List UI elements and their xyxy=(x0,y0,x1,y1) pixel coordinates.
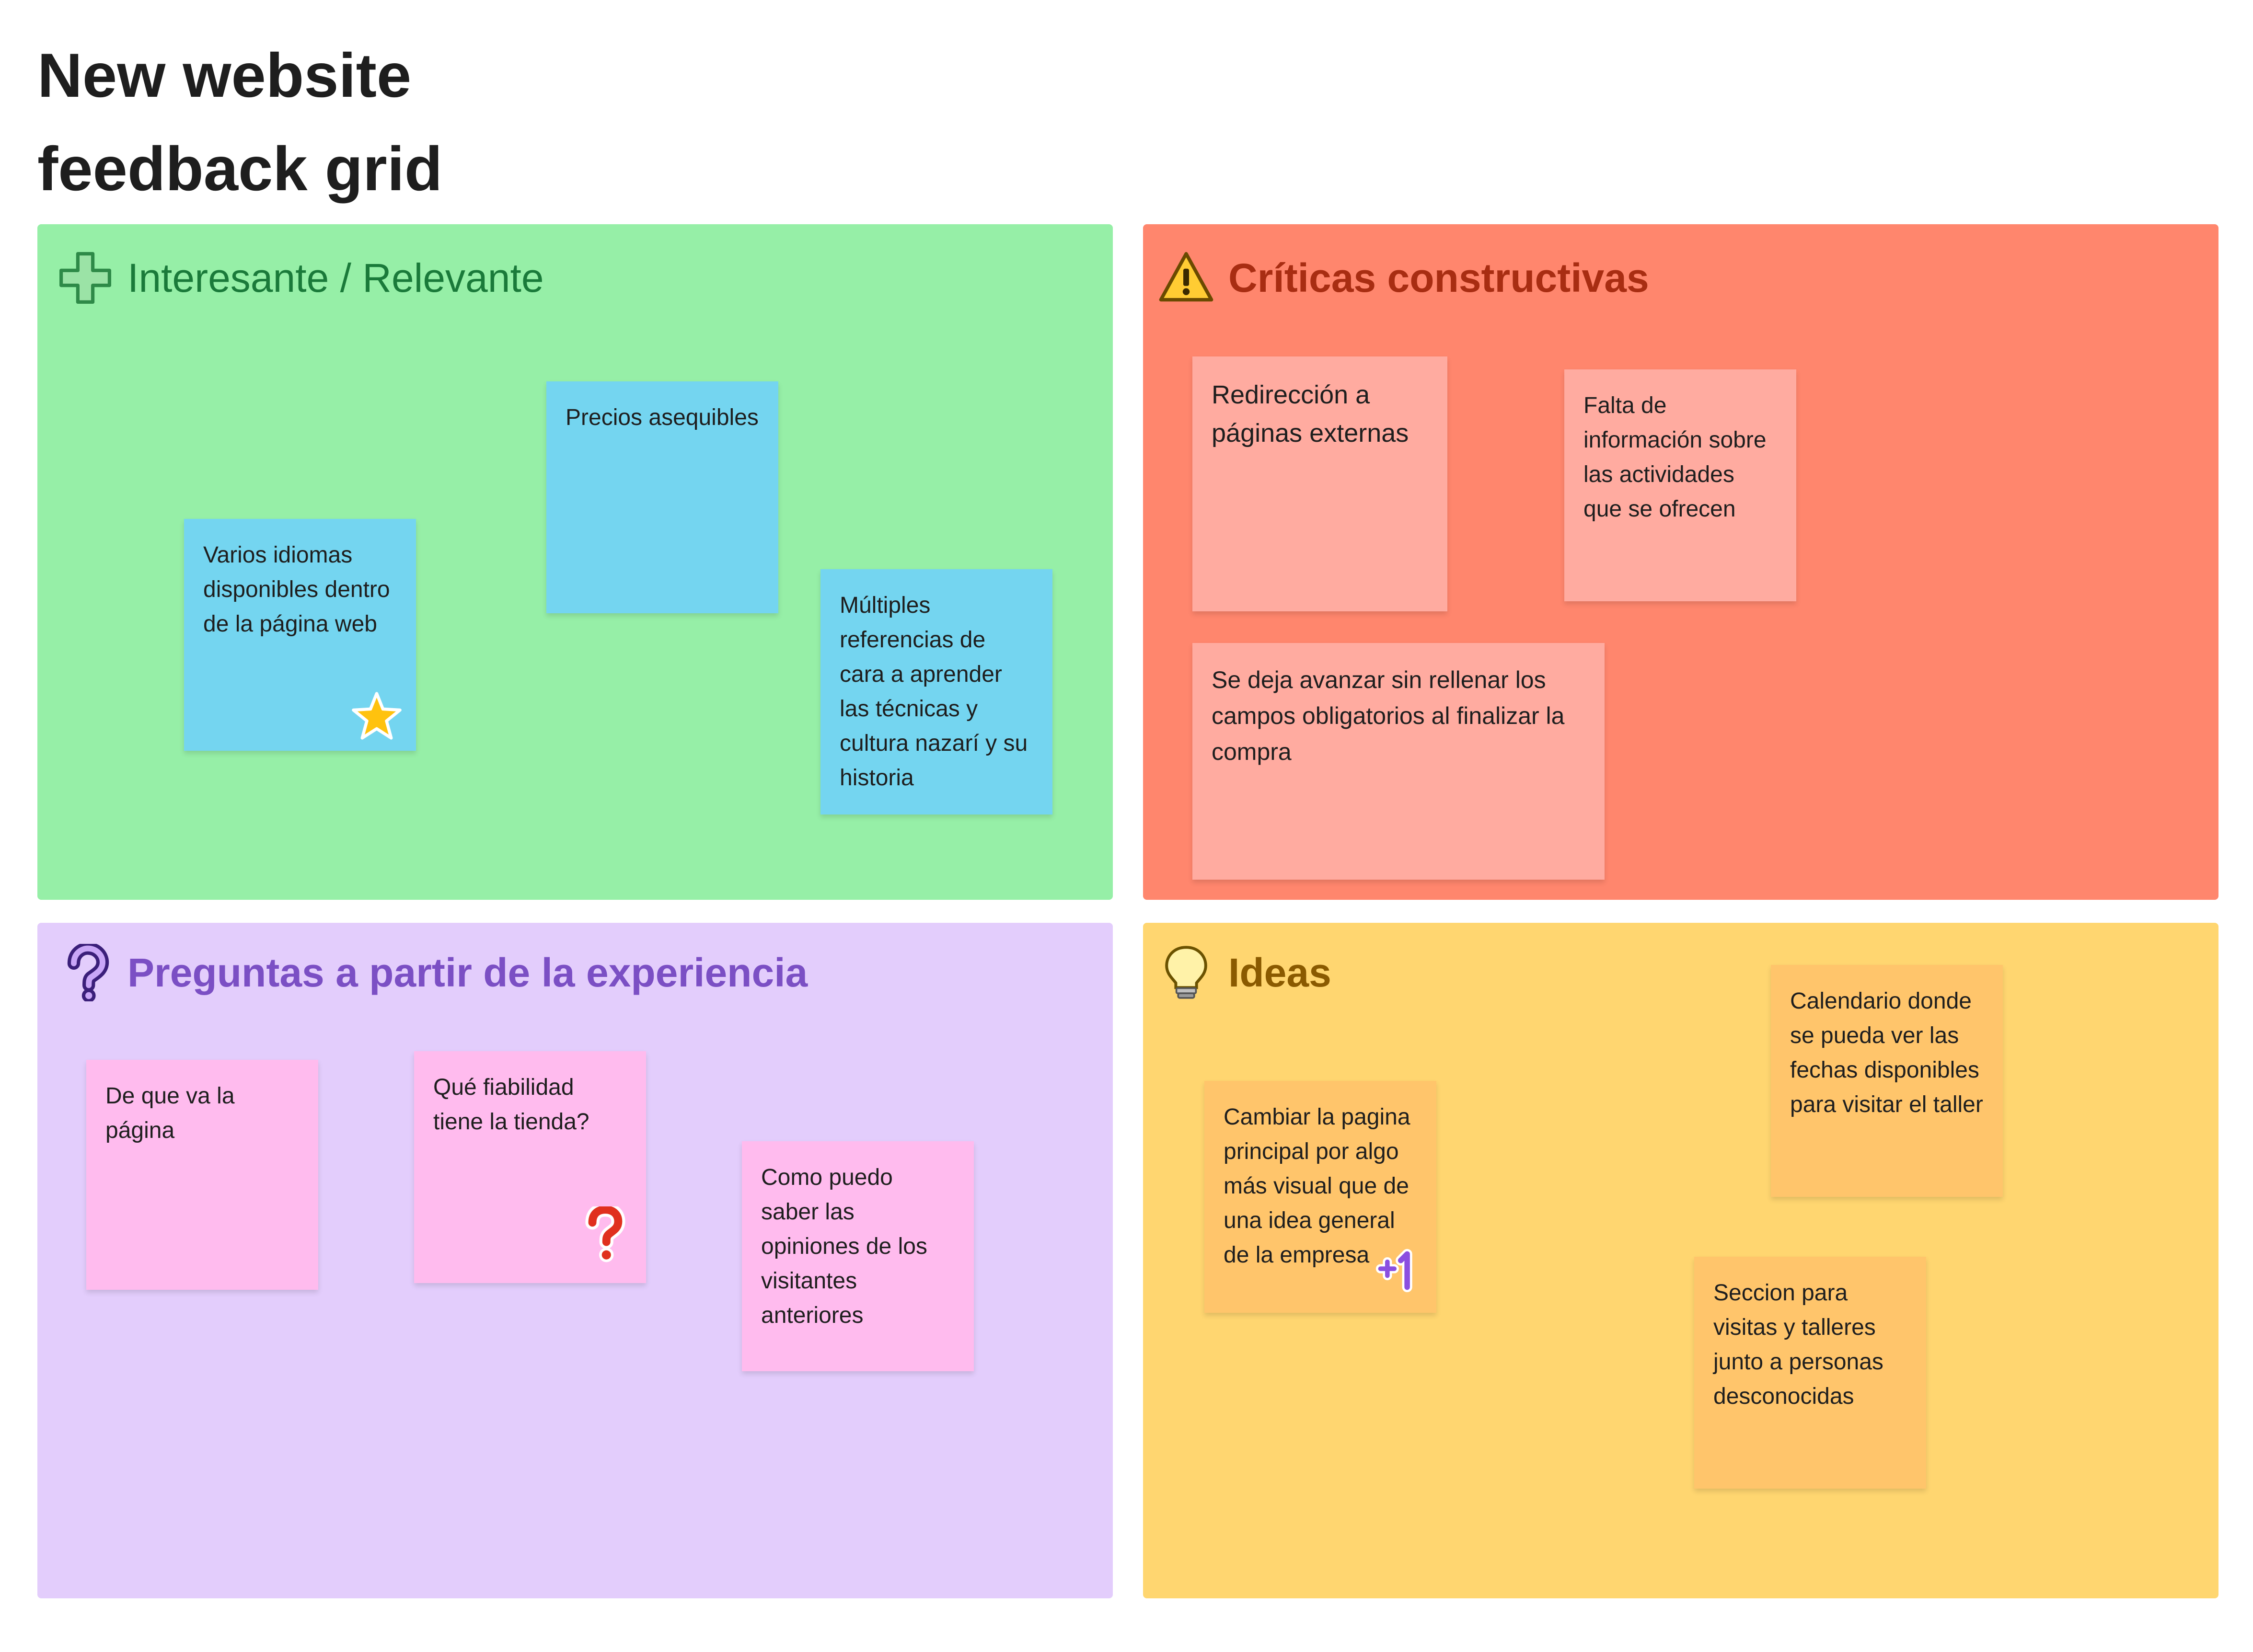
sticky-note[interactable]: De que va la página xyxy=(86,1060,318,1290)
sticky-note[interactable]: Cambiar la pagina principal por algo más… xyxy=(1204,1081,1436,1313)
plus-icon xyxy=(57,249,114,307)
sticky-note[interactable]: Calendario donde se pueda ver las fechas… xyxy=(1771,965,2003,1197)
section-ideas[interactable]: Ideas Calendario donde se pueda ver las … xyxy=(1143,923,2218,1598)
question-mark-icon xyxy=(584,1206,627,1263)
note-text: Como puedo saber las opiniones de los vi… xyxy=(761,1165,927,1328)
section-critiques[interactable]: Críticas constructivas Redirección a pág… xyxy=(1143,224,2218,900)
sticky-note[interactable]: Qué fiabilidad tiene la tienda? xyxy=(414,1051,646,1283)
sticky-note[interactable]: Se deja avanzar sin rellenar los campos … xyxy=(1192,643,1605,880)
section-header: Ideas xyxy=(1157,944,1331,1001)
section-header: Preguntas a partir de la experiencia xyxy=(57,944,808,1001)
section-header: Interesante / Relevante xyxy=(57,249,544,307)
section-title: Críticas constructivas xyxy=(1228,255,1649,300)
note-text: Cambiar la pagina principal por algo más… xyxy=(1224,1104,1410,1268)
sticky-note[interactable]: Múltiples referencias de cara a aprender… xyxy=(820,569,1052,815)
section-header: Críticas constructivas xyxy=(1157,249,1649,307)
board-title: New website feedback grid xyxy=(37,29,442,216)
section-interesting[interactable]: Interesante / Relevante Precios asequibl… xyxy=(37,224,1113,900)
note-text: De que va la página xyxy=(105,1083,235,1143)
sticky-note[interactable]: Precios asequibles xyxy=(546,381,778,613)
star-icon xyxy=(351,690,403,742)
section-questions[interactable]: Preguntas a partir de la experiencia De … xyxy=(37,923,1113,1598)
sticky-note[interactable]: Falta de información sobre las actividad… xyxy=(1564,369,1796,601)
board-title-line2: feedback grid xyxy=(37,134,443,204)
plus-one-icon xyxy=(1374,1247,1420,1293)
section-title: Preguntas a partir de la experiencia xyxy=(127,950,808,995)
note-text: Falta de información sobre las actividad… xyxy=(1583,393,1767,522)
note-text: Varios idiomas disponibles dentro de la … xyxy=(203,542,390,637)
section-title: Ideas xyxy=(1228,950,1331,995)
question-icon xyxy=(57,944,114,1001)
sticky-note[interactable]: Como puedo saber las opiniones de los vi… xyxy=(742,1141,974,1371)
sticky-note[interactable]: Redirección a páginas externas xyxy=(1192,356,1447,611)
note-text: Qué fiabilidad tiene la tienda? xyxy=(433,1075,589,1135)
lightbulb-icon xyxy=(1157,944,1215,1001)
warning-icon xyxy=(1157,249,1215,307)
note-text: Calendario donde se pueda ver las fechas… xyxy=(1790,988,1983,1117)
section-title: Interesante / Relevante xyxy=(127,255,544,300)
note-text: Precios asequibles xyxy=(566,405,759,430)
sticky-note[interactable]: Varios idiomas disponibles dentro de la … xyxy=(184,519,416,751)
note-text: Redirección a páginas externas xyxy=(1212,380,1409,447)
note-text: Múltiples referencias de cara a aprender… xyxy=(840,593,1028,791)
note-text: Seccion para visitas y talleres junto a … xyxy=(1713,1280,1883,1409)
sticky-note[interactable]: Seccion para visitas y talleres junto a … xyxy=(1694,1257,1926,1489)
note-text: Se deja avanzar sin rellenar los campos … xyxy=(1212,666,1565,765)
board-title-line1: New website xyxy=(37,40,412,110)
